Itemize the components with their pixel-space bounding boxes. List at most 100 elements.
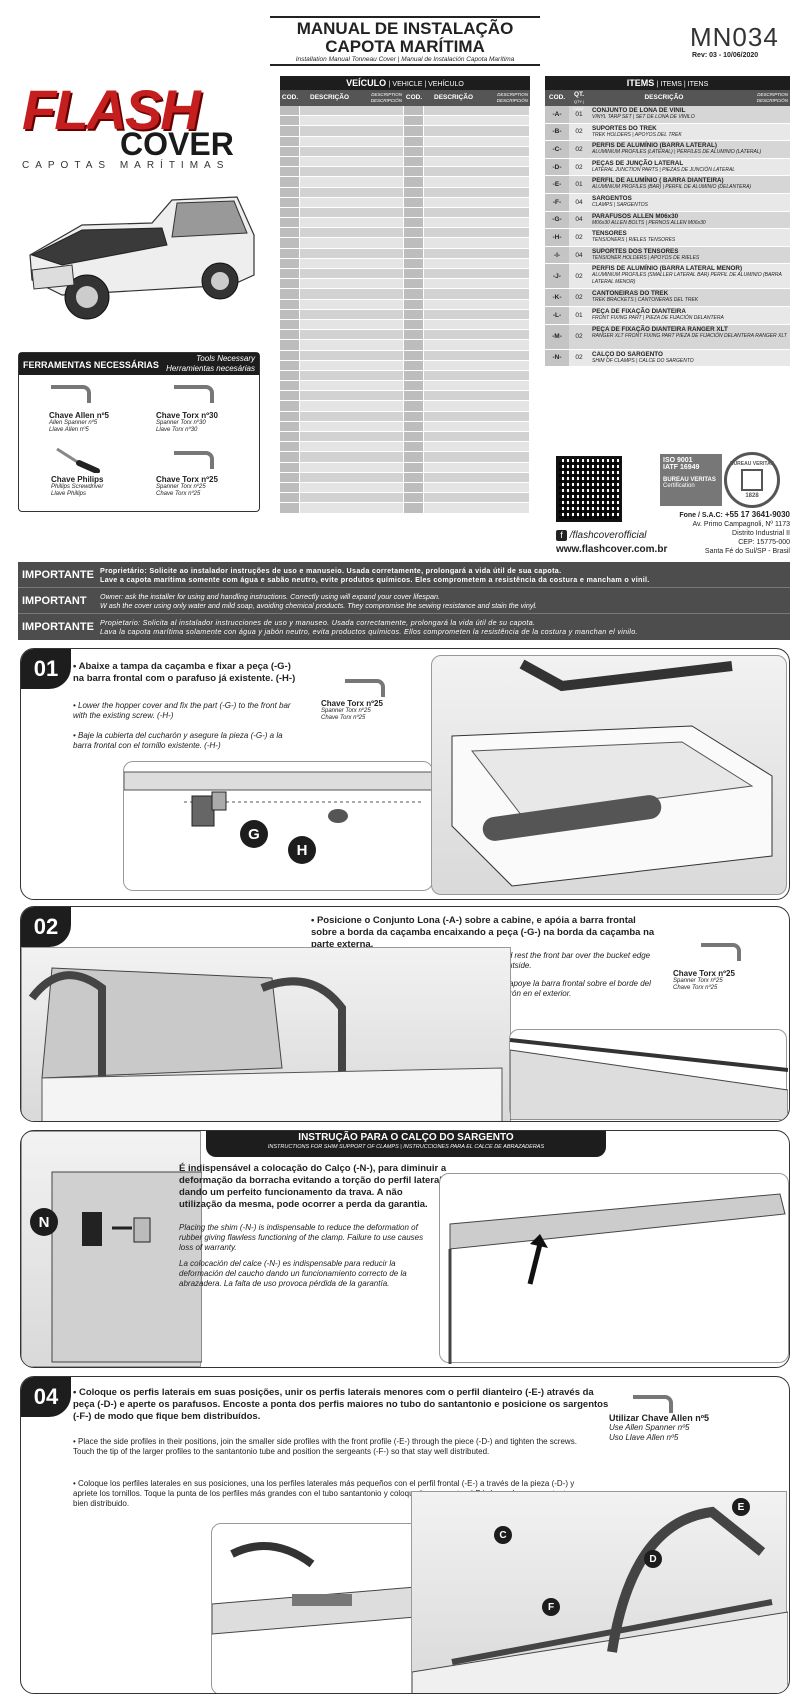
cert-iso1: ISO 9001 (663, 457, 693, 464)
qr-code[interactable] (556, 456, 622, 522)
logo-cover: COVER (120, 126, 234, 162)
vehicle-cell (404, 462, 424, 472)
step1-tool: Chave Torx nº25 Spanner Torx nº25 Chave … (321, 699, 383, 722)
vehicle-cell (424, 340, 530, 350)
vehicle-row (280, 207, 530, 219)
vehicle-cell (300, 401, 404, 411)
items-col-desc: DESCRIÇÃO (644, 94, 684, 101)
phone[interactable]: +55 17 3641-9030 (724, 510, 790, 519)
vehicle-row (280, 370, 530, 382)
logo-tagline: CAPOTAS MARÍTIMAS (22, 160, 230, 171)
item-desc: SARGENTOS (592, 194, 632, 202)
item-desc-alt: VINYL TARP SET | SET DE LONA DE VINILO (592, 114, 695, 120)
item-code: -H- (545, 229, 569, 246)
vehicle-cell (424, 156, 530, 167)
vehicle-cell (424, 309, 530, 319)
vehicle-row (280, 493, 530, 504)
item-desc-alt: TREK BRACKETS | CANTONERAS DEL TREK (592, 297, 699, 304)
vehicle-cell (300, 299, 404, 309)
vehicle-row (280, 442, 530, 453)
tool-name-es: Uso Llave Allen nº5 (609, 1433, 679, 1442)
step4-pt: • Coloque os perfis laterais em suas pos… (73, 1387, 609, 1422)
step3-clamp-illustration (439, 1173, 789, 1364)
tool-name-es: Llave Allen nº5 (49, 427, 89, 433)
vehicle-cell (424, 218, 530, 228)
vehicle-row (280, 401, 530, 412)
vehicle-cell (300, 218, 404, 228)
vehicle-row (280, 421, 530, 432)
vehicle-cell (424, 258, 530, 268)
important-line2: Lave a capota marítima somente com água … (100, 574, 650, 584)
vehicle-cell (404, 187, 424, 197)
cep: CEP: 15775-000 (738, 539, 790, 546)
items-table: ITEMS | ITEMS | ITENS COD. QT. QTY | CAN… (545, 76, 790, 368)
vehicle-cell (280, 269, 300, 279)
vehicle-cell (424, 472, 530, 482)
vehicle-cell (300, 167, 404, 177)
vehicle-cell (404, 381, 424, 391)
banner-alt: INSTRUCTIONS FOR SHIM SUPPORT OF CLAMPS … (267, 1144, 545, 1150)
item-desc: SUPORTES DOS TENSORES (592, 247, 679, 255)
tool-torx25: Chave Torx nº25 Spanner Torx nº25 Chave … (156, 475, 218, 498)
item-desc: SUPORTES DO TREK (592, 124, 657, 132)
item-desc-alt: TENSIONER HOLDERS | APOYOS DE RIELES (592, 254, 700, 261)
item-code: -J- (545, 264, 569, 289)
step4-tool: Utilizar Chave Allen nº5 Use Allen Spann… (609, 1413, 709, 1443)
vehicle-row (280, 279, 530, 290)
vehicle-table-title: VEÍCULO | VEHICLE | VEHÍCULO (280, 76, 530, 90)
city: Santa Fé do Sul/SP - Brasil (704, 548, 790, 555)
vehicle-cell (404, 238, 424, 248)
vehicle-cell (280, 340, 300, 350)
revision: Rev: 03 - 10/06/2020 (692, 52, 759, 59)
vehicle-cell (404, 493, 424, 503)
item-desc: PEÇAS DE JUNÇÃO LATERAL (592, 159, 684, 167)
vehicle-cell (280, 177, 300, 187)
vehicle-cell (300, 432, 404, 442)
item-code: -D- (545, 158, 569, 176)
vehicle-cell (300, 279, 404, 289)
step4-profiles-illustration: C D E F (411, 1491, 789, 1693)
item-desc-alt: LATERAL JUNCTION PARTS | PIEZAS DE JUNCI… (592, 166, 736, 173)
vehicle-cell (424, 360, 530, 370)
vehicle-row (280, 360, 530, 371)
website-link[interactable]: www.flashcover.com.br (556, 544, 668, 555)
vehicle-cell (280, 452, 300, 462)
vehicle-cell (424, 442, 530, 452)
vehicle-cell (280, 106, 300, 116)
step3-en: Placing the shim (-N-) is indispensable … (179, 1223, 424, 1252)
tool-name: Utilizar Chave Allen nº5 (609, 1413, 709, 1423)
item-code: -M- (545, 324, 569, 349)
vehicle-cell (404, 228, 424, 238)
vehicle-row (280, 452, 530, 463)
allen-key-icon (51, 385, 91, 403)
tools-header: FERRAMENTAS NECESSÁRIAS Tools Necessary … (19, 353, 259, 375)
vehicle-cell (404, 126, 424, 136)
vehicle-cell (280, 432, 300, 442)
cert-bv2: Certification (663, 483, 695, 489)
vehicle-row (280, 391, 530, 402)
cert-box: ISO 9001 IATF 16949 BUREAU VERITAS Certi… (660, 454, 722, 506)
vehicle-cell (280, 197, 300, 207)
label-e: E (732, 1498, 750, 1516)
vehicle-row (280, 177, 530, 188)
vehicle-cell (404, 452, 424, 462)
important-label: IMPORTANTE (22, 621, 94, 633)
facebook-link[interactable]: f /flashcoverofficial (556, 530, 646, 541)
vehicle-cell (280, 167, 300, 177)
vehicle-cell (280, 187, 300, 197)
vehicle-row (280, 269, 530, 280)
logo-flash: FLASH (22, 78, 201, 141)
step2-canvas-illustration (21, 947, 511, 1121)
vehicle-cell (300, 238, 404, 248)
step4-en: • Place the side profiles in their posit… (73, 1437, 577, 1456)
facebook-icon: f (556, 530, 567, 541)
item-desc-alt: M06x30 ALLEN BOLTS | PERNOS ALLEN M06x30 (592, 219, 706, 226)
